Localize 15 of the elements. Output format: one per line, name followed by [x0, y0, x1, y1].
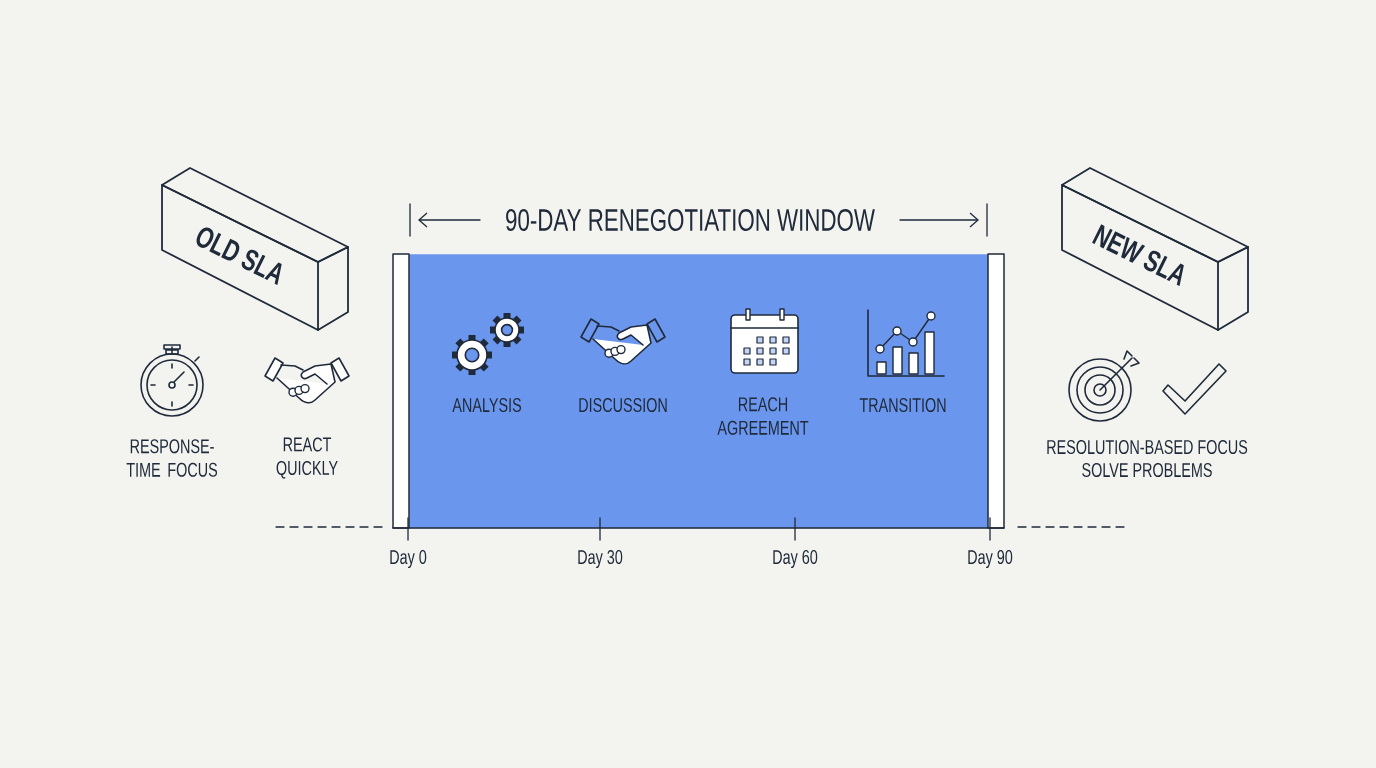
sign-block: NEW SLA: [1061, 167, 1249, 331]
caption-text: TRANSITION: [859, 397, 946, 413]
day-label: Day 90: [968, 549, 1013, 569]
caption-text: REACT QUICKLY: [276, 437, 338, 479]
caption-text: SOLVE PROBLEMS: [1082, 462, 1212, 478]
sign-block: OLD SLA: [161, 167, 349, 331]
caption-text: RESPONSE-TIME FOCUS: [126, 439, 218, 477]
day-label: Day 0: [390, 549, 427, 569]
caption-text: ANALYSIS: [452, 397, 522, 413]
caption-text: RESOLUTION-BASED FOCUS: [1047, 439, 1248, 455]
day-label: Day 60: [773, 549, 818, 569]
caption-text: REACH AGREEMENT: [717, 397, 809, 435]
caption-text: DISCUSSION: [579, 397, 667, 413]
day-label: Day 30: [578, 549, 623, 569]
node-label: 90-DAY RENEGOTIATION WINDOW: [506, 209, 875, 231]
